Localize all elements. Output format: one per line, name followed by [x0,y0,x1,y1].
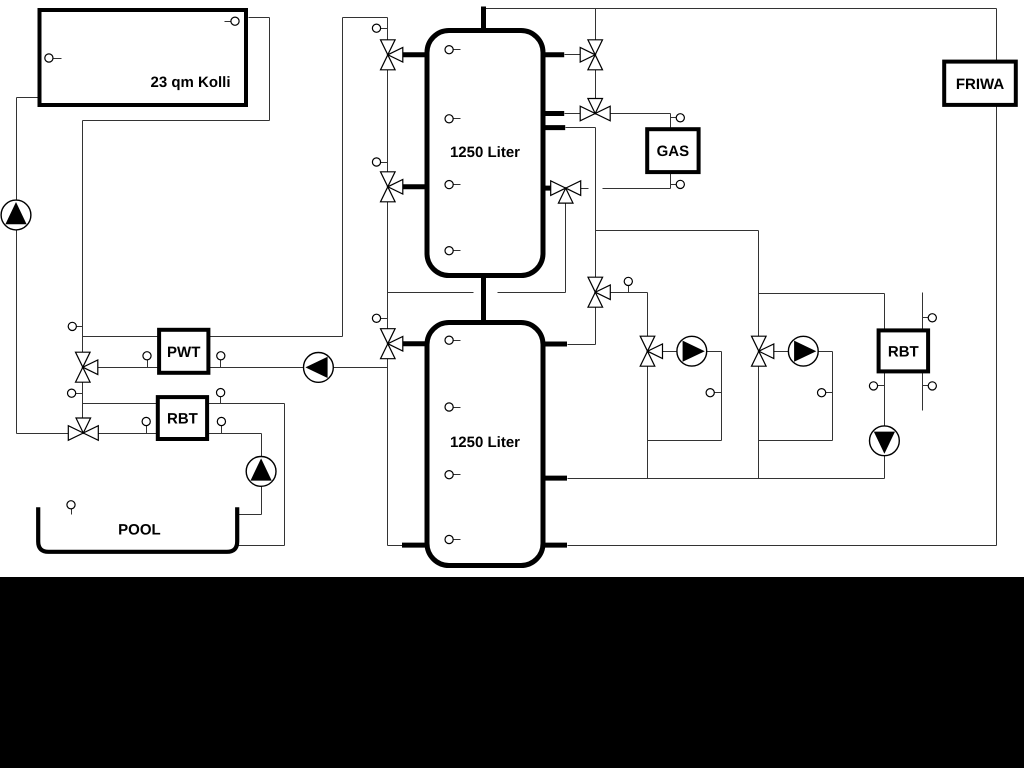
svg-text:RBT: RBT [167,411,198,428]
svg-text:GAS: GAS [657,143,690,160]
svg-text:1250 Liter: 1250 Liter [450,434,520,451]
svg-text:POOL: POOL [118,522,161,539]
svg-text:PWT: PWT [167,344,200,361]
svg-text:1250 Liter: 1250 Liter [450,144,520,161]
svg-text:23 qm Kolli: 23 qm Kolli [150,74,230,91]
svg-text:RBT: RBT [888,344,919,361]
svg-text:FRIWA: FRIWA [956,76,1004,93]
